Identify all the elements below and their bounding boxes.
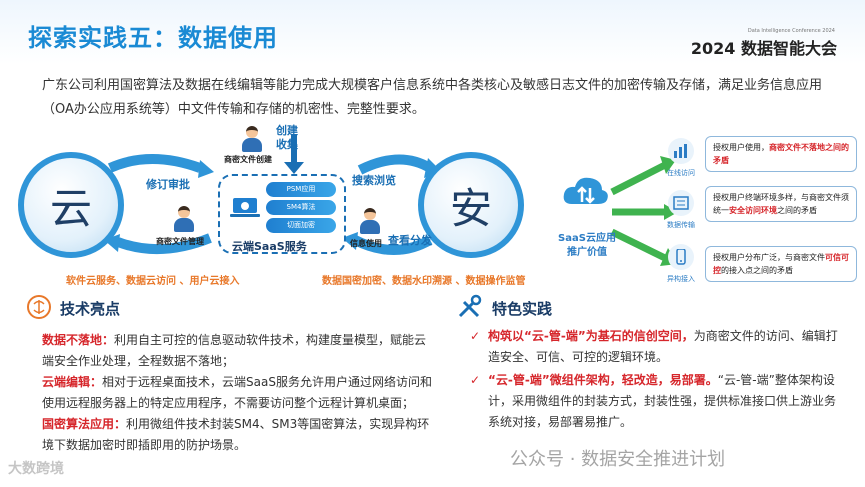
practice-item-1: ✓ 构筑以“云-管-端”为基石的信创空间，为商密文件的访问、编辑打造安全、可信、… bbox=[470, 326, 842, 368]
saas-pill-sm4: SM4算法 bbox=[266, 200, 336, 215]
creator-avatar-icon bbox=[240, 126, 264, 152]
tech-item-1: 数据不落地：利用自主可控的信息驱动软件技术，构建度量模型，赋能云端安全作业处理，… bbox=[42, 333, 427, 368]
conference-subtitle: Data Intelligence Conference 2024 bbox=[747, 28, 835, 34]
view-distribute-label: 查看分发 bbox=[388, 234, 432, 247]
arrow-top-right bbox=[357, 154, 433, 175]
cloud-circle: 云 bbox=[18, 152, 124, 258]
arrow-bottom-left bbox=[116, 233, 212, 255]
doc-mgmt-label: 商密文件管理 bbox=[156, 237, 204, 246]
featured-practice-title: 特色实践 bbox=[492, 300, 553, 318]
tools-icon bbox=[458, 294, 482, 318]
conference-name: 2024 数据智能大会 bbox=[690, 39, 837, 58]
feature-label-transfer: 数据传输 bbox=[667, 221, 695, 229]
green-arrow-1 bbox=[610, 161, 667, 196]
feature-label-online: 在线访问 bbox=[667, 169, 695, 177]
check-icon: ✓ bbox=[470, 329, 481, 343]
diagram-arrows bbox=[104, 134, 678, 266]
bar-chart-icon bbox=[668, 138, 694, 164]
tech-item-3: 国密算法应用：利用微组件技术封装SM4、SM3等国密算法，实现异构环境下数据加密… bbox=[42, 417, 430, 452]
arrow-bottom-right bbox=[352, 235, 433, 255]
create-collect-label: 创建 收集 bbox=[276, 124, 298, 151]
arrowhead-4 bbox=[342, 232, 358, 250]
page-title: 探索实践五：数据使用 bbox=[28, 24, 278, 52]
saas-title: 云端SaaS服务 bbox=[232, 240, 307, 253]
create-arrowhead bbox=[284, 162, 304, 174]
create-arrow-shaft bbox=[291, 134, 297, 164]
featured-practice-body: ✓ 构筑以“云-管-端”为基石的信创空间，为商密文件的访问、编辑打造安全、可信、… bbox=[470, 326, 842, 435]
practice-item-2: ✓ “云-管-端”微组件架构，轻改造，易部署。“云-管-端”整体架构设计，采用微… bbox=[470, 370, 842, 433]
arrowhead-1 bbox=[198, 160, 214, 178]
tech-item-2: 云端编辑：相对于远程桌面技术，云端SaaS服务允许用户通过网络访问和使用远程服务… bbox=[42, 375, 432, 410]
feature-label-hetero: 异构接入 bbox=[667, 275, 695, 283]
user-avatar-icon bbox=[358, 208, 382, 234]
tech-highlights-body: 数据不落地：利用自主可控的信息驱动软件技术，构建度量模型，赋能云端安全作业处理，… bbox=[42, 330, 432, 456]
watermark-right: 公众号 · 数据安全推进计划 bbox=[510, 449, 726, 470]
saas-pill-aspect: 切面加密 bbox=[266, 218, 336, 233]
intro-paragraph: 广东公司利用国密算法及数据在线编辑等能力完成大规模客户信息系统中各类核心及敏感日… bbox=[42, 78, 823, 117]
green-arrow-3 bbox=[610, 228, 667, 262]
doc-create-label: 商密文件创建 bbox=[224, 155, 272, 164]
laptop-cloud-icon bbox=[230, 198, 260, 217]
note-box-3: 授权用户分布广泛，与商密文件可信可控的接入点之间的矛盾 bbox=[705, 246, 857, 282]
mobile-access-icon bbox=[668, 244, 694, 270]
note-box-2: 授权用户终端环境多样，与商密文件须统一安全访问环境之间的矛盾 bbox=[705, 186, 857, 222]
data-security-caption: 数据国密加密、数据水印溯源 、数据操作监管 bbox=[322, 276, 526, 287]
manager-avatar-icon bbox=[172, 206, 196, 232]
saas-cloud-icon bbox=[563, 177, 608, 204]
saas-push-value-label: SaaS云应用 推广价值 bbox=[558, 233, 616, 258]
revise-approve-label: 修订审批 bbox=[146, 178, 190, 191]
cloud-safe-diagram: 云 安 修订审批 搜索浏览 查看分发 创建 收集 商密文件创建 商密文件管理 信… bbox=[0, 120, 865, 290]
search-browse-label: 搜索浏览 bbox=[352, 174, 396, 187]
info-use-label: 信息使用 bbox=[350, 239, 382, 248]
check-icon: ✓ bbox=[470, 373, 481, 387]
tech-highlights-title: 技术亮点 bbox=[60, 300, 121, 318]
cloud-services-caption: 软件云服务、数据云访问 、用户云接入 bbox=[66, 276, 240, 287]
safe-circle: 安 bbox=[418, 152, 524, 258]
saas-service-box: PSM应用 SM4算法 切面加密 云端SaaS服务 bbox=[218, 174, 346, 254]
arrow-top-left bbox=[107, 154, 202, 173]
watermark-left: 大数跨境 bbox=[8, 461, 64, 477]
brain-icon bbox=[27, 295, 51, 319]
saas-pill-psm: PSM应用 bbox=[266, 182, 336, 197]
data-transfer-icon bbox=[668, 190, 694, 216]
header-band bbox=[0, 0, 865, 64]
note-box-1: 授权用户使用，商密文件不落地之间的矛盾 bbox=[705, 136, 857, 172]
